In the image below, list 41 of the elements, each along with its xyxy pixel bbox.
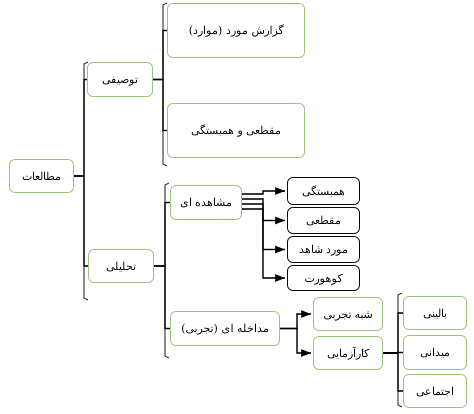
box-label: کارآزمایی	[327, 346, 369, 360]
box-label: مداخله ای (تجربی)	[181, 322, 269, 335]
arrow	[242, 208, 285, 282]
arrow	[242, 187, 285, 195]
category-box	[167, 103, 305, 158]
box-label: بالینی	[423, 306, 447, 320]
box-label: مورد شاهد	[298, 243, 348, 256]
bracket-connector	[383, 352, 403, 392]
category-box	[313, 336, 383, 370]
bracket-connector	[74, 175, 88, 267]
category-box	[170, 311, 280, 346]
category-box	[9, 159, 74, 193]
category-box	[403, 374, 467, 408]
box-label: تحلیلی	[106, 260, 136, 272]
category-box	[403, 335, 467, 370]
category-box	[167, 3, 305, 58]
category-box	[170, 185, 242, 220]
category-box	[287, 177, 360, 205]
bracket-connector	[153, 78, 167, 132]
box-label: همبستگی	[302, 184, 345, 198]
category-box	[313, 297, 383, 331]
box-label: مقطعی و همبستگی	[191, 124, 281, 137]
box-label: اجتماعی	[416, 384, 454, 398]
box-label: مطالعات	[22, 170, 61, 182]
category-box	[88, 249, 154, 283]
category-box	[87, 62, 153, 97]
category-box	[287, 265, 360, 291]
box-label: مقطعی	[306, 214, 341, 227]
bracket-connector	[154, 265, 170, 330]
arrow	[242, 203, 285, 254]
box-label: کوهورت	[304, 272, 342, 284]
arrow	[242, 198, 285, 224]
box-label: میدانی	[420, 346, 450, 359]
box-label: مشاهده ای	[180, 196, 232, 209]
box-label: شبه تجربی	[323, 308, 373, 320]
category-box	[287, 236, 360, 263]
box-label: توصیفی	[102, 73, 138, 86]
category-box	[287, 207, 360, 234]
arrow	[280, 328, 311, 357]
category-box	[403, 296, 467, 330]
box-label: گزارش مورد (موارد)	[188, 24, 284, 37]
